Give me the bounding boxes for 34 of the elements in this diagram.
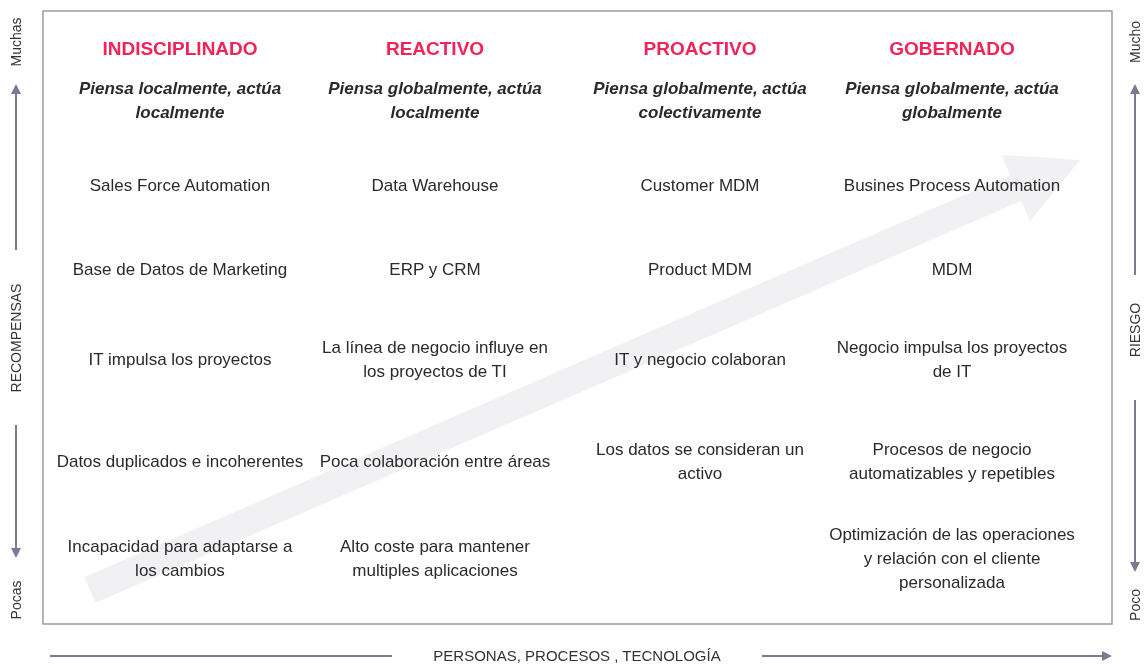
column-subtitle: Piensa globalmente, actúa localmente (327, 78, 543, 124)
cell-text: La línea de negocio influye en los proyectos de TI (321, 337, 549, 383)
cell-text: Product MDM (647, 259, 753, 281)
cell-text: Customer MDM (639, 175, 761, 197)
cell-text: Data Warehouse (370, 175, 500, 197)
column-subtitle: Piensa globalmente, actúa colectivamente (592, 78, 808, 124)
column-subtitle: Piensa globalmente, actúa globalmente (844, 78, 1060, 124)
column-heading: REACTIVO (384, 37, 486, 61)
axis-label: Pocas (8, 580, 24, 620)
cell-text: Incapacidad para adaptarse a los cambios (66, 536, 294, 582)
axis-label: Mucho (1127, 21, 1143, 63)
axis-label: Muchas (8, 17, 24, 67)
cell-text: IT impulsa los proyectos (87, 349, 273, 371)
column-heading: INDISCIPLINADO (101, 37, 259, 61)
cell-text: Poca colaboración entre áreas (318, 451, 552, 473)
column-subtitle: Piensa localmente, actúa localmente (77, 78, 283, 124)
cell-text: ERP y CRM (388, 259, 482, 281)
axis-title: RECOMPENSAS (8, 283, 24, 393)
axis-title: PERSONAS, PROCESOS , TECNOLOGÍA (433, 646, 721, 664)
cell-text: Negocio impulsa los proyectos de IT (835, 337, 1069, 383)
cell-text: IT y negocio colaboran (613, 349, 787, 371)
cell-text: Datos duplicados e incoherentes (55, 451, 305, 473)
axis-label: Poco (1127, 589, 1143, 621)
cell-text: Sales Force Automation (88, 175, 272, 197)
cell-text: Procesos de negocio automatizables y repetibles (848, 439, 1056, 485)
cell-text: Alto coste para mantener multiples aplicaciones (339, 536, 531, 582)
cell-text: Los datos se consideran un activo (595, 439, 805, 485)
cell-text: Busines Process Automation (842, 175, 1062, 197)
column-heading: GOBERNADO (888, 37, 1016, 61)
column-heading: PROACTIVO (642, 37, 758, 61)
cell-text: MDM (930, 259, 974, 281)
cell-text: Base de Datos de Marketing (71, 259, 289, 281)
axis-title: RIESGO (1127, 302, 1143, 358)
cell-text: Optimización de las operaciones y relación con el cliente personalizada (828, 524, 1076, 594)
